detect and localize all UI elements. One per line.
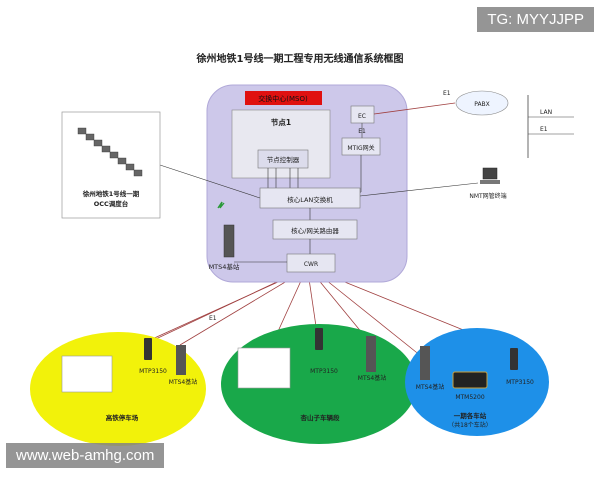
- exchange-label: 交换中心(MSO): [258, 94, 308, 103]
- site-2-radio-icon: [315, 328, 323, 350]
- ec-box: [350, 105, 375, 124]
- site-2-name: 杏山子车辆段: [300, 413, 341, 422]
- occ-label-line2: OCC调度台: [94, 199, 129, 208]
- mts4-core-label: MTS4基站: [209, 262, 240, 271]
- site-3-mobile-label: MTM5200: [455, 394, 484, 401]
- nmt-keyboard-icon: [480, 180, 500, 184]
- core-lan-switch-label: 核心LAN交换机: [287, 195, 333, 204]
- site-1-radio-icon: [144, 338, 152, 360]
- occ-lan-link: [159, 164, 261, 199]
- site-2-radio-label: MTP3150: [310, 368, 338, 375]
- sites-e1-label: E1: [209, 315, 217, 322]
- site-1-station-icon: [176, 345, 186, 375]
- pabx-cloud-icon: [455, 90, 509, 116]
- site-2-station-icon: [366, 336, 376, 372]
- right-e1-label: E1: [540, 126, 548, 133]
- diagram-title: 徐州地铁1号线一期工程专用无线通信系统框图: [196, 52, 404, 65]
- pabx-e1-label: E1: [443, 90, 451, 97]
- nmt-link: [359, 182, 479, 197]
- watermark-top: TG: MYYJJPP: [477, 7, 594, 32]
- nmt-terminal-icon: [482, 167, 498, 180]
- pabx-label: PABX: [474, 101, 490, 108]
- site-3-station-icon: [420, 346, 430, 380]
- site-3-radio-icon: [510, 348, 518, 370]
- site-2-station-label: MTS4基站: [358, 374, 386, 382]
- exchange-bar: [245, 91, 322, 105]
- site-1-radio-label: MTP3150: [139, 368, 167, 375]
- site-1-station-label: MTS4基站: [169, 378, 197, 386]
- cwr-box: [286, 253, 336, 273]
- site-3-station-label: MTS4基站: [416, 383, 444, 391]
- cwr-label: CWR: [304, 261, 318, 268]
- node-1-title: 节点1: [271, 117, 291, 127]
- site-2-consoles: [237, 347, 291, 389]
- ec-pabx-link: [373, 102, 456, 115]
- mtig-label: MTIG网关: [347, 144, 374, 152]
- nmt-label: NMT网管终端: [469, 192, 506, 200]
- lan-label: LAN: [540, 109, 552, 116]
- occ-label-line1: 徐州地铁1号线一期: [82, 189, 140, 198]
- site-3-mobile-icon: [452, 371, 488, 389]
- occ-consoles: [77, 127, 143, 177]
- node-controller-box: [257, 149, 309, 169]
- site-3-name-line2: （共18个车站）: [448, 421, 492, 429]
- ec-label: EC: [358, 113, 366, 120]
- site-1-name: 高铁停车场: [106, 413, 139, 422]
- node-controller-label: 节点控制器: [267, 155, 300, 164]
- watermark-bottom: www.web-amhg.com: [6, 443, 165, 468]
- site-3-radio-label: MTP3150: [506, 379, 534, 386]
- core-router-label: 核心/网关路由器: [291, 226, 339, 235]
- core-router-box: [272, 219, 358, 240]
- site-3-name-line1: 一期各车站: [454, 411, 487, 420]
- mts4-core-station-icon: [223, 224, 235, 258]
- antenna-icon: [217, 201, 225, 209]
- site-1-consoles: [61, 355, 113, 393]
